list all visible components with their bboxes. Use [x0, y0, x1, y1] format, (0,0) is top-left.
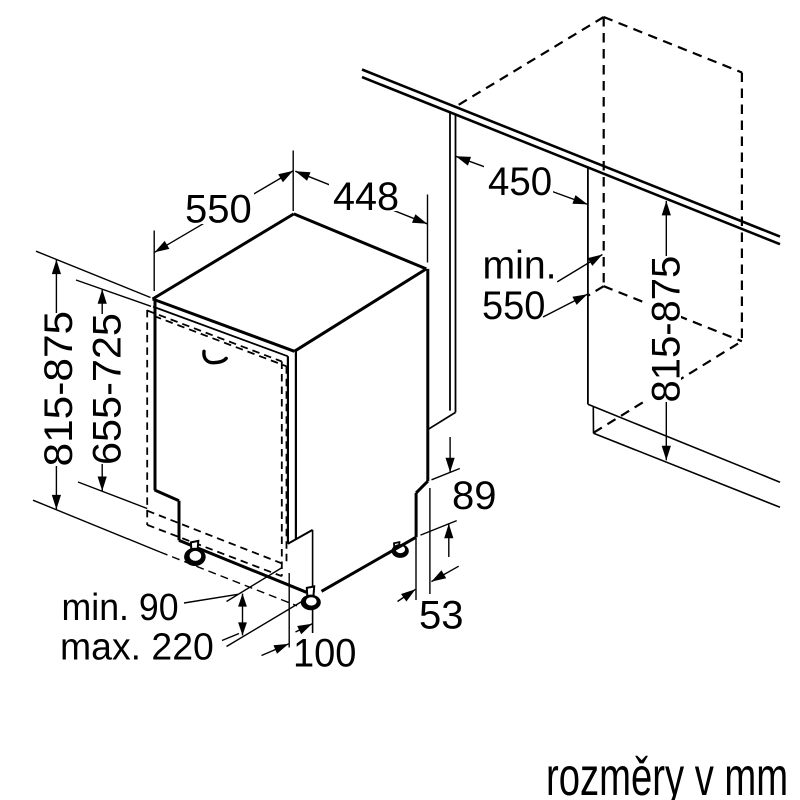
- svg-text:450: 450: [488, 160, 552, 204]
- svg-text:rozměry v mm: rozměry v mm: [546, 747, 788, 800]
- svg-text:min.: min.: [483, 244, 557, 288]
- svg-text:448: 448: [333, 175, 399, 219]
- svg-text:550: 550: [185, 188, 252, 232]
- svg-text:min. 90: min. 90: [62, 587, 179, 629]
- svg-text:815-875: 815-875: [37, 311, 81, 467]
- svg-text:max. 220: max. 220: [60, 627, 214, 669]
- svg-text:815-875: 815-875: [645, 256, 689, 403]
- svg-text:89: 89: [452, 474, 497, 518]
- svg-text:550: 550: [482, 284, 545, 328]
- svg-text:53: 53: [419, 594, 464, 638]
- svg-text:100: 100: [293, 632, 356, 676]
- svg-text:655-725: 655-725: [86, 313, 130, 465]
